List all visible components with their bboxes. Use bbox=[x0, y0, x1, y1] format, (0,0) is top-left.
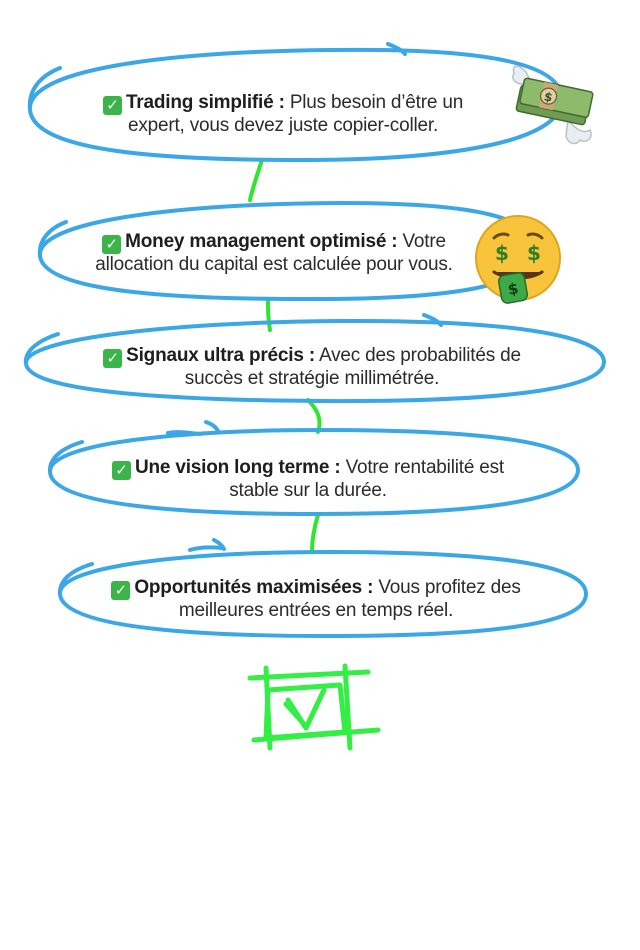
check-mark-icon: ✓ bbox=[102, 96, 122, 115]
feature-title: Money management optimisé : bbox=[125, 231, 398, 252]
feature-title: Une vision long terme : bbox=[134, 457, 341, 478]
feature-text: Plus besoin d’être un expert, vous devez… bbox=[127, 92, 464, 136]
feature-text: Votre allocation du capital est calculée… bbox=[95, 231, 453, 275]
connector-2 bbox=[266, 298, 272, 332]
connector-4 bbox=[310, 513, 320, 554]
connector-3 bbox=[306, 398, 322, 434]
feature-item-5: ✓Opportunités maximisées : Vous profitez… bbox=[84, 577, 548, 621]
feature-text: Vous profitez des meilleures entrées en … bbox=[178, 577, 521, 621]
svg-text:$: $ bbox=[506, 279, 519, 299]
feature-item-3: ✓Signaux ultra précis : Avec des probabi… bbox=[74, 345, 550, 389]
svg-text:$: $ bbox=[543, 89, 554, 104]
feature-item-2: ✓Money management optimisé : Votre alloc… bbox=[82, 231, 466, 275]
money-mouth-face-icon: $ $ $ bbox=[475, 215, 561, 304]
feature-title: Signaux ultra précis : bbox=[126, 345, 315, 366]
feature-text: Votre rentabilité est stable sur la duré… bbox=[229, 457, 505, 501]
check-mark-icon: ✓ bbox=[111, 461, 131, 480]
oval-1 bbox=[27, 42, 565, 163]
svg-text:$: $ bbox=[495, 241, 509, 265]
oval-3 bbox=[23, 313, 607, 404]
final-checkbox-icon bbox=[247, 663, 381, 751]
connector-1 bbox=[248, 158, 264, 202]
check-mark-icon: ✓ bbox=[102, 235, 122, 254]
feature-text: Avec des probabilités de succès et strat… bbox=[184, 345, 521, 389]
money-with-wings-icon: $ bbox=[511, 65, 594, 145]
feature-title: Trading simplifié : bbox=[125, 92, 285, 113]
feature-title: Opportunités maximisées : bbox=[134, 577, 374, 598]
check-mark-icon: ✓ bbox=[103, 349, 123, 368]
svg-text:$: $ bbox=[527, 241, 541, 265]
oval-5 bbox=[57, 538, 589, 639]
check-mark-icon: ✓ bbox=[111, 581, 131, 600]
oval-4 bbox=[47, 420, 581, 517]
feature-item-1: ✓Trading simplifié : Plus besoin d’être … bbox=[76, 92, 490, 136]
feature-item-4: ✓Une vision long terme : Votre rentabili… bbox=[88, 457, 528, 501]
